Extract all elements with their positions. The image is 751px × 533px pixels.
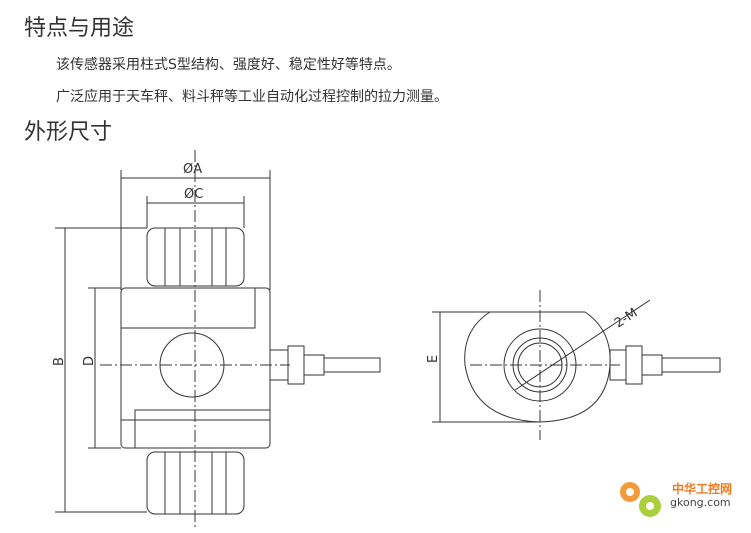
load-cell-side-view bbox=[432, 290, 721, 440]
watermark-en: gkong.com bbox=[670, 496, 731, 509]
dim-label-b: B bbox=[52, 357, 67, 366]
feature-line: 广泛应用于天车秤、料斗秤等工业自动化过程控制的拉力测量。 bbox=[56, 89, 448, 105]
dim-label-d: D bbox=[82, 356, 97, 366]
dim-label-a: ØA bbox=[183, 162, 202, 177]
watermark-cn: 中华工控网 bbox=[672, 482, 733, 496]
feature-line: 该传感器采用柱式S型结构、强度好、稳定性好等特点。 bbox=[56, 57, 401, 73]
dim-label-e: E bbox=[426, 355, 441, 363]
gkong-watermark: 中华工控网 gkong.com bbox=[610, 470, 745, 525]
section-title-features: 特点与用途 bbox=[24, 16, 135, 41]
dim-label-c: ØC bbox=[184, 187, 203, 202]
load-cell-front-view bbox=[55, 150, 381, 530]
section-title-dimensions: 外形尺寸 bbox=[24, 120, 113, 145]
gear-logo-icon bbox=[620, 482, 661, 517]
